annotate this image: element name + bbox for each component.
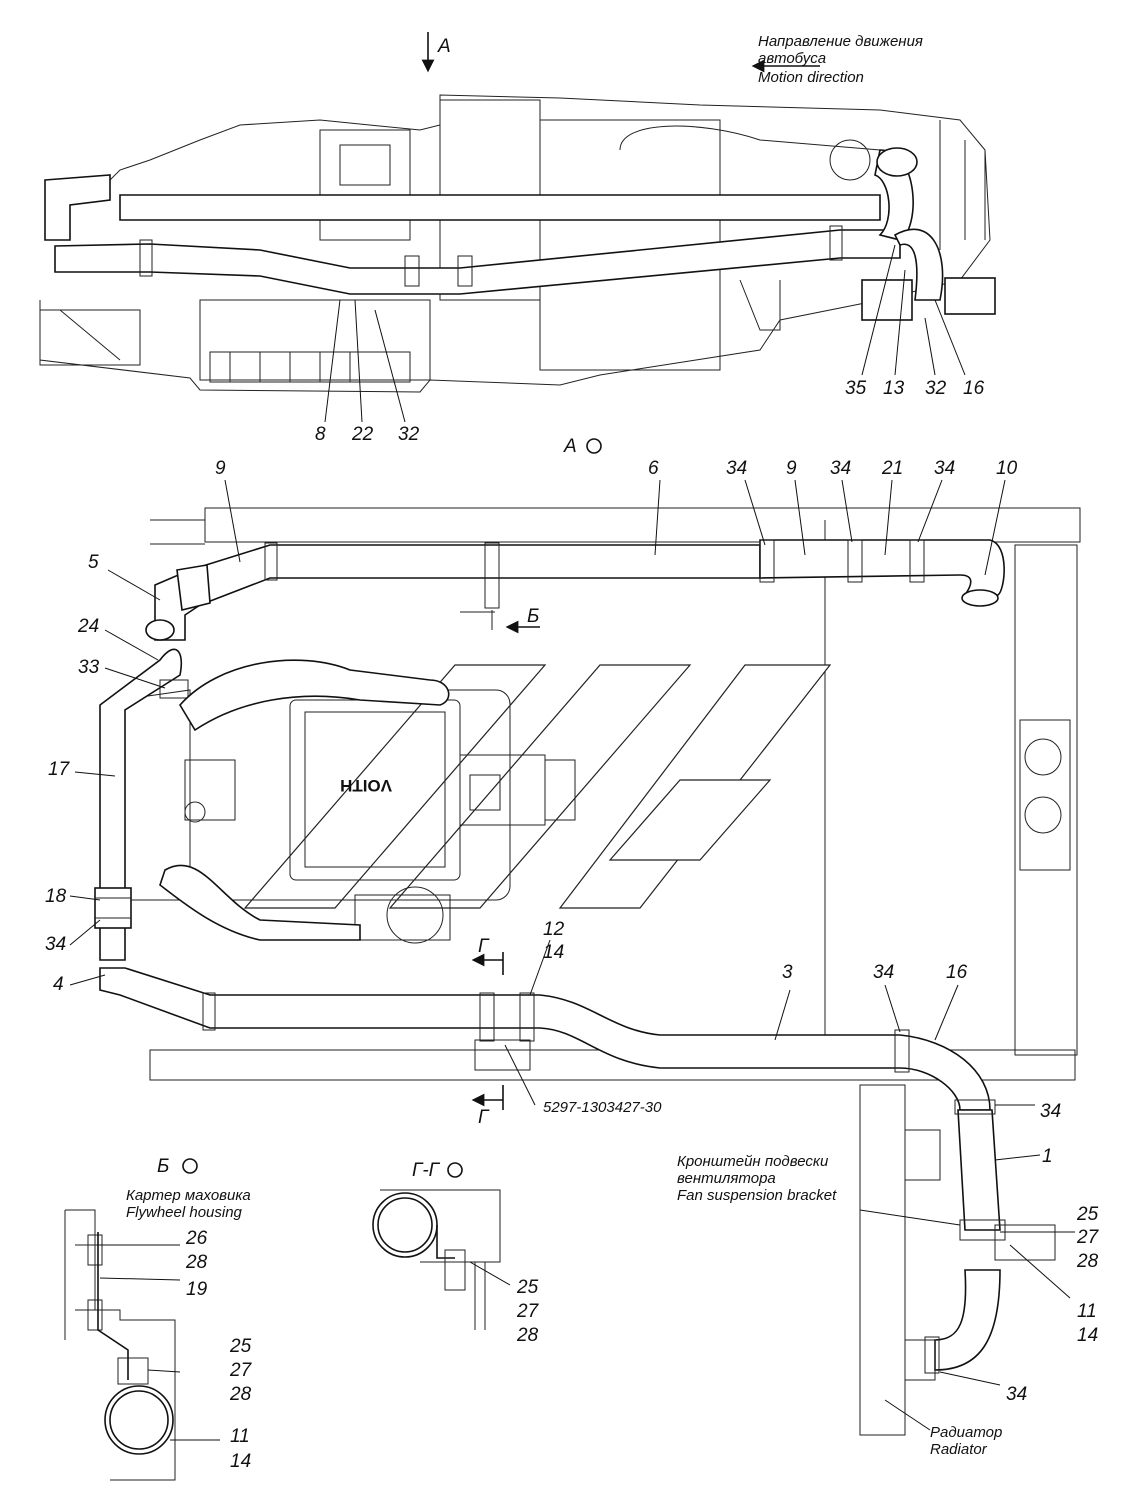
watermark-shape-1 [243, 664, 547, 909]
detail-b-callout-28b: 28 [229, 1384, 252, 1405]
section-gg-rotate-icon [447, 1162, 463, 1178]
main-callout-14a: 14 [543, 942, 564, 963]
detail-b-callout-25: 25 [229, 1336, 252, 1357]
view-a-indicator: А [421, 32, 451, 73]
view-a-marker-label: А [437, 36, 451, 57]
transmission-brand: VOITH [340, 776, 392, 795]
top-callout-22: 22 [351, 424, 374, 445]
main-view-a: А VOITH [45, 436, 1100, 1458]
section-b-indicator: Б [505, 606, 540, 634]
top-view-assembly: 8 22 32 35 13 32 16 [39, 94, 996, 445]
fan-bracket-ru-2: вентилятора [677, 1170, 776, 1187]
main-callout-11: 11 [1077, 1301, 1097, 1322]
view-rotate-icon [586, 438, 602, 454]
flywheel-ru: Картер маховика [126, 1187, 251, 1204]
radiator-en: Radiator [930, 1441, 988, 1458]
main-callout-21: 21 [881, 458, 903, 479]
main-callout-3: 3 [782, 962, 793, 983]
main-callout-5: 5 [88, 552, 99, 573]
main-callout-16: 16 [946, 962, 968, 983]
main-callout-33: 33 [78, 657, 100, 678]
main-callout-34c: 34 [934, 458, 955, 479]
watermark-shape-4 [608, 779, 772, 861]
main-callout-34a: 34 [726, 458, 747, 479]
motion-direction-note: Направление движения автобуса Motion dir… [751, 33, 923, 86]
radiator-ru: Радиатор [930, 1424, 1002, 1441]
main-callout-10: 10 [996, 458, 1018, 479]
pipe-right-vertical [957, 1109, 1001, 1231]
main-callout-28: 28 [1076, 1251, 1099, 1272]
section-gg-title: Г-Г [412, 1160, 441, 1181]
main-callout-34b: 34 [830, 458, 851, 479]
section-gg-callout-28: 28 [516, 1325, 539, 1346]
main-callout-14b: 14 [1077, 1325, 1098, 1346]
top-callout-13: 13 [883, 378, 905, 399]
motion-direction-ru-1: Направление движения [758, 33, 923, 50]
main-callout-4: 4 [53, 974, 64, 995]
main-callout-34g: 34 [1006, 1384, 1027, 1405]
pipe-upper-right [759, 539, 1005, 596]
section-b-arrow-label: Б [527, 606, 539, 627]
section-gg-callout-25: 25 [516, 1277, 539, 1298]
top-callout-16: 16 [963, 378, 985, 399]
pipe-lower [99, 967, 991, 1111]
section-g-top-label: Г [478, 936, 490, 957]
clamp-ring-outer [104, 1385, 174, 1455]
main-callout-34d: 34 [45, 934, 66, 955]
main-callout-9b: 9 [786, 458, 797, 479]
detail-b-callout-27: 27 [229, 1360, 253, 1381]
main-callout-27: 27 [1076, 1227, 1100, 1248]
fan-bracket-en: Fan suspension bracket [677, 1187, 837, 1204]
main-callout-12: 12 [543, 919, 565, 940]
section-g-bottom-label: Г [478, 1107, 490, 1128]
detail-b-callout-26: 26 [185, 1228, 208, 1249]
hose-upper [179, 659, 450, 732]
flywheel-en: Flywheel housing [126, 1204, 243, 1221]
fan-bracket-ru-1: Кронштейн подвески [677, 1153, 829, 1170]
main-callout-6: 6 [648, 458, 659, 479]
detail-b-callout-19: 19 [186, 1279, 208, 1300]
top-callout-8: 8 [315, 424, 326, 445]
detail-b-title: Б [157, 1156, 169, 1177]
main-callout-9a: 9 [215, 458, 226, 479]
main-callout-17: 17 [48, 759, 71, 780]
top-callout-32b: 32 [925, 378, 947, 399]
section-gg: Г-Г 25 27 28 [372, 1160, 540, 1346]
motion-direction-ru-2: автобуса [758, 50, 826, 67]
top-callout-35: 35 [845, 378, 867, 399]
pipe-left-vertical [99, 648, 183, 961]
bracket-19 [97, 1232, 129, 1380]
clamp-ring-inner [109, 1390, 169, 1450]
section-g-indicator: Г Г [471, 936, 504, 1128]
section-gg-clamp-inner [377, 1197, 433, 1253]
main-callout-18: 18 [45, 886, 67, 907]
view-a-title: А [563, 436, 577, 457]
detail-b-rotate-icon [182, 1158, 198, 1174]
hose-lower [159, 864, 361, 941]
main-callout-24: 24 [77, 616, 99, 637]
main-callout-34f: 34 [1040, 1101, 1061, 1122]
pipe-upper [154, 544, 761, 641]
detail-b-callout-14: 14 [230, 1451, 251, 1472]
main-callout-1: 1 [1042, 1146, 1053, 1167]
top-callout-32a: 32 [398, 424, 420, 445]
main-callout-34e: 34 [873, 962, 894, 983]
detail-b-callout-11: 11 [230, 1426, 250, 1447]
motion-direction-en: Motion direction [758, 69, 864, 86]
main-callout-25: 25 [1076, 1204, 1099, 1225]
detail-b-callout-28a: 28 [185, 1252, 208, 1273]
radiator-outline [859, 1084, 906, 1436]
detail-b: Б Картер маховика Flywheel housing 26 28… [64, 1156, 253, 1481]
part-number-label: 5297-1303427-30 [543, 1099, 662, 1116]
section-gg-callout-27: 27 [516, 1301, 540, 1322]
section-gg-clamp-outer [372, 1192, 438, 1258]
